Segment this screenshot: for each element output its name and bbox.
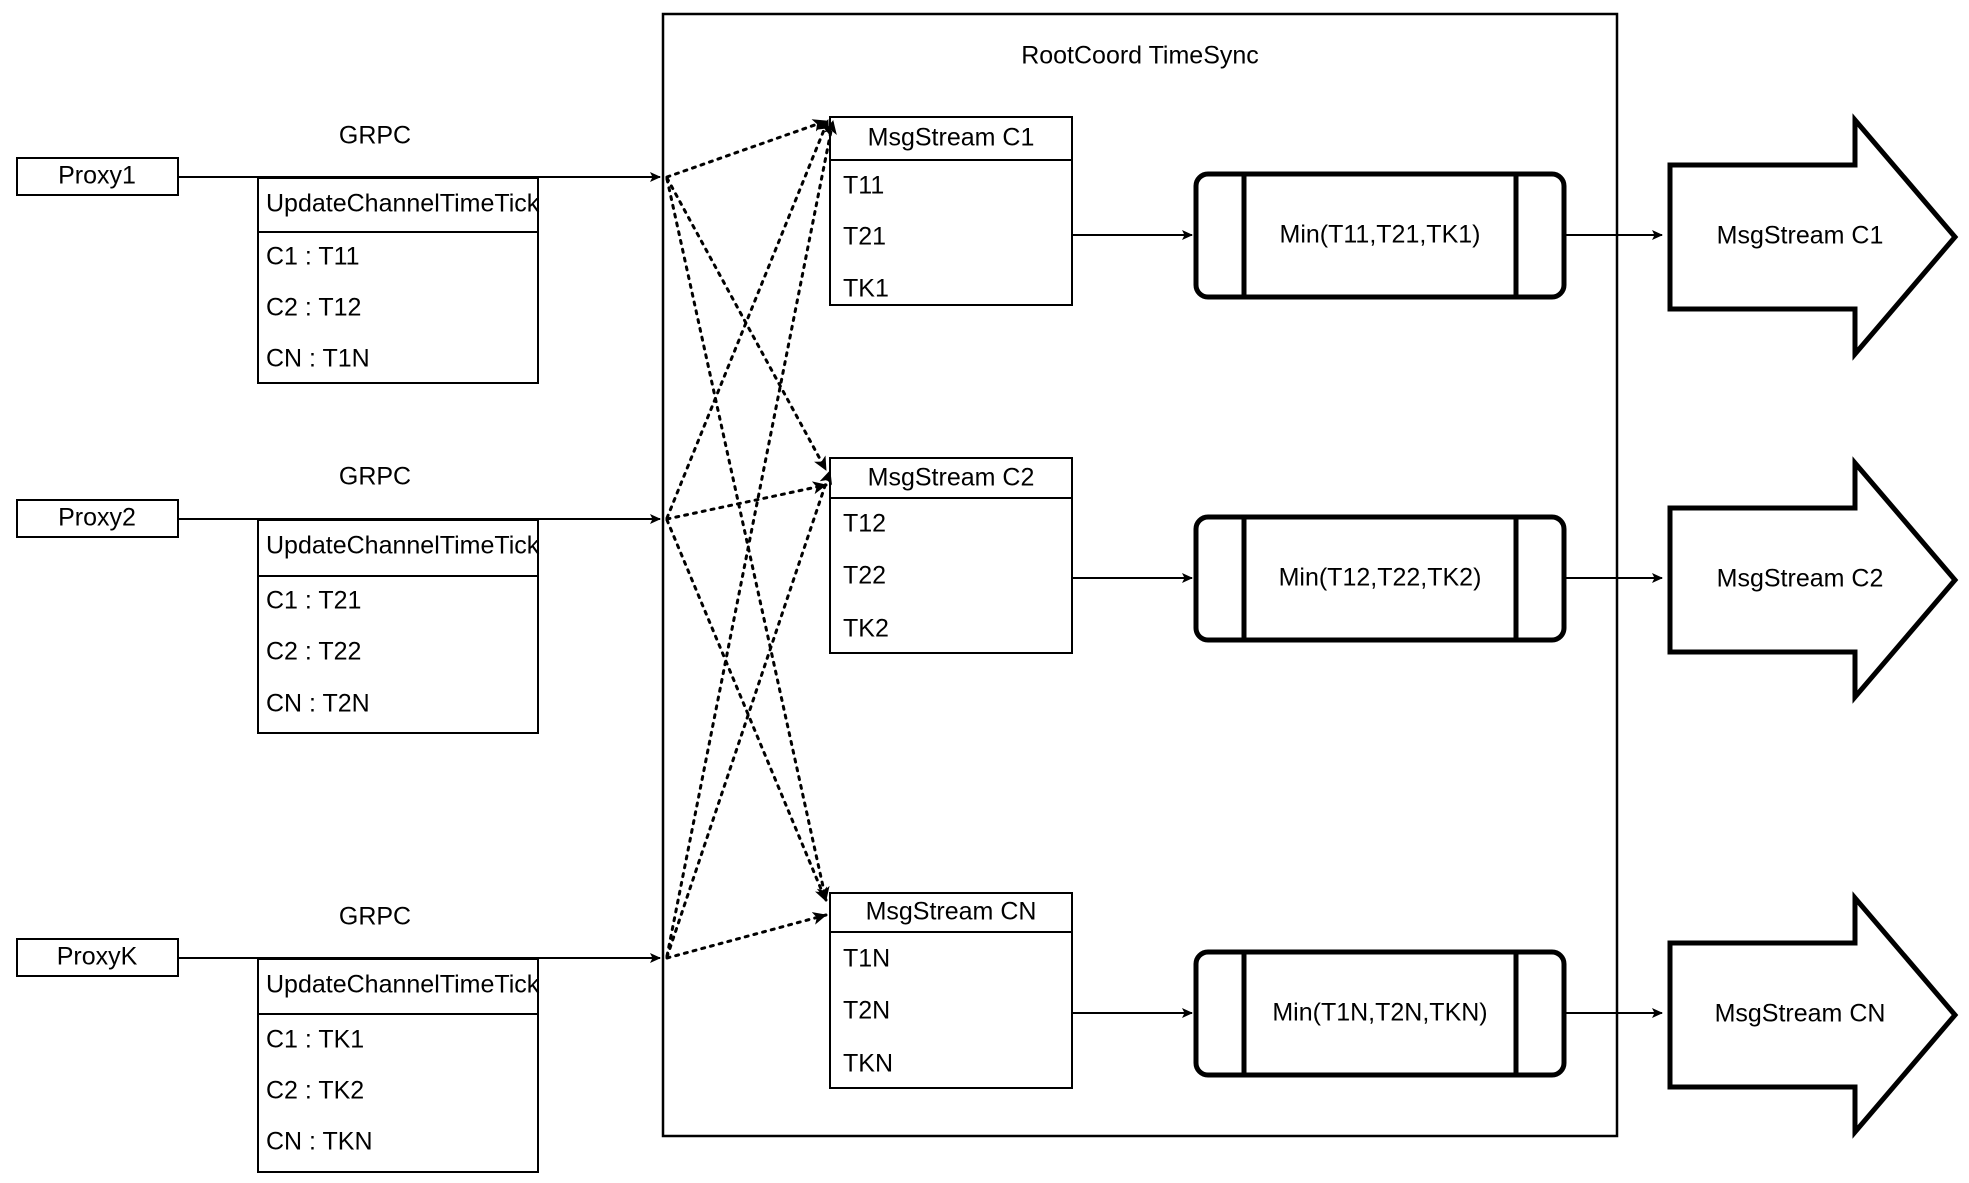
min-label-1: Min(T11,T21,TK1) xyxy=(1280,221,1481,249)
dotted-arrow-p1-c1 xyxy=(665,119,828,179)
msgstream-box-3[interactable] xyxy=(829,892,1073,1089)
dotted-arrow-pk-cn xyxy=(665,912,828,960)
proxy-row-1: GRPC Proxy1 UpdateChannelTimeTick C1 : T… xyxy=(16,122,661,384)
rootcoord-timesync-container: RootCoord TimeSync xyxy=(661,12,1619,1138)
msgstream-entry-3-1: T2N xyxy=(843,997,890,1025)
request-entry-1-2: CN : T1N xyxy=(266,345,370,373)
timetick-fanout-connectors xyxy=(665,118,837,960)
grpc-label-1: GRPC xyxy=(339,122,411,150)
request-entry-2-0: C1 : T21 xyxy=(266,587,361,615)
msgstream-title-2: MsgStream C2 xyxy=(868,464,1035,492)
request-entry-3-1: C2 : TK2 xyxy=(266,1077,364,1105)
msgstream-box-2[interactable] xyxy=(829,457,1073,654)
msgstream-entry-2-1: T22 xyxy=(843,562,886,590)
msgstream-entry-2-0: T12 xyxy=(843,510,886,538)
channel-row-1: MsgStream C1 T11 T21 TK1 Min(T11,T21,TK1… xyxy=(829,113,1959,361)
channel-row-2: MsgStream C2 T12 T22 TK2 Min(T12,T22,TK2… xyxy=(829,456,1959,704)
dotted-arrow-pk-c2 xyxy=(665,469,833,959)
dotted-arrow-p2-cn xyxy=(665,518,828,903)
dotted-arrow-pk-c1 xyxy=(665,119,837,958)
min-label-3: Min(T1N,T2N,TKN) xyxy=(1272,999,1487,1027)
msgstream-title-3: MsgStream CN xyxy=(866,898,1037,926)
output-label-1: MsgStream C1 xyxy=(1717,222,1884,250)
dotted-arrow-p2-c1 xyxy=(665,118,830,520)
min-label-2: Min(T12,T22,TK2) xyxy=(1279,564,1482,592)
msgstream-entry-3-2: TKN xyxy=(843,1050,893,1078)
request-box-2[interactable] xyxy=(257,519,539,734)
channel-row-3: MsgStream CN T1N T2N TKN Min(T1N,T2N,TKN… xyxy=(829,891,1959,1139)
proxy-label-3: ProxyK xyxy=(57,943,138,971)
output-label-3: MsgStream CN xyxy=(1715,1000,1886,1028)
proxy-label-2: Proxy2 xyxy=(58,504,136,532)
msgstream-title-1: MsgStream C1 xyxy=(868,124,1035,152)
msgstream-entry-1-2: TK1 xyxy=(843,275,889,303)
request-entry-3-0: C1 : TK1 xyxy=(266,1026,364,1054)
proxy-row-2: GRPC Proxy2 UpdateChannelTimeTick C1 : T… xyxy=(16,463,661,734)
request-entry-1-0: C1 : T11 xyxy=(266,243,360,271)
msgstream-entry-1-1: T21 xyxy=(843,223,886,251)
msgstream-entry-3-0: T1N xyxy=(843,945,890,973)
request-title-2: UpdateChannelTimeTick xyxy=(266,532,540,560)
msgstream-entry-2-2: TK2 xyxy=(843,615,889,643)
proxy-box-1[interactable] xyxy=(16,157,179,196)
proxy-row-3: GRPC ProxyK UpdateChannelTimeTick C1 : T… xyxy=(16,903,661,1173)
request-title-3: UpdateChannelTimeTick xyxy=(266,971,540,999)
request-entry-2-1: C2 : T22 xyxy=(266,638,361,666)
request-box-1[interactable] xyxy=(257,177,539,384)
output-arrow-2[interactable] xyxy=(1667,456,1959,704)
msgstream-box-1[interactable] xyxy=(829,116,1073,306)
request-entry-2-2: CN : T2N xyxy=(266,690,370,718)
proxy-box-2[interactable] xyxy=(16,499,179,538)
request-box-3[interactable] xyxy=(257,958,539,1173)
output-arrow-3[interactable] xyxy=(1667,891,1959,1139)
grpc-label-3: GRPC xyxy=(339,903,411,931)
dotted-arrow-p1-cn xyxy=(665,177,830,902)
request-title-1: UpdateChannelTimeTick xyxy=(266,190,540,218)
proxy-box-3[interactable] xyxy=(16,938,179,977)
output-arrow-1[interactable] xyxy=(1667,113,1959,361)
request-entry-1-1: C2 : T12 xyxy=(266,294,361,322)
dotted-arrow-p2-c2 xyxy=(665,481,828,521)
request-entry-3-2: CN : TKN xyxy=(266,1128,373,1156)
grpc-label-2: GRPC xyxy=(339,463,411,491)
rootcoord-timesync-title: RootCoord TimeSync xyxy=(1021,42,1259,70)
msgstream-entry-1-0: T11 xyxy=(843,172,884,200)
output-label-2: MsgStream C2 xyxy=(1717,565,1884,593)
proxy-label-1: Proxy1 xyxy=(58,162,136,190)
